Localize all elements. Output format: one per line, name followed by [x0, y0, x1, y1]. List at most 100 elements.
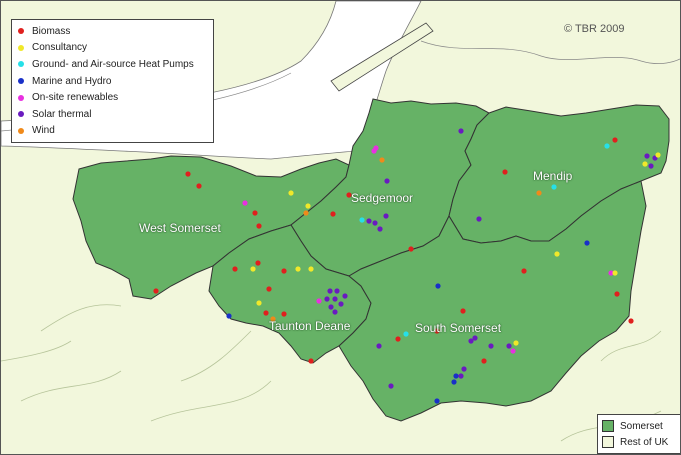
business-point-marker: [488, 343, 494, 349]
copyright-text: © TBR 2009: [564, 23, 625, 35]
business-point-marker: [372, 220, 378, 226]
business-point-marker: [232, 266, 238, 272]
business-point-marker: [604, 143, 610, 149]
legend-item-marine-hydro: Marine and Hydro: [18, 73, 209, 90]
business-point-marker: [252, 210, 258, 216]
business-point-marker: [256, 223, 262, 229]
label-sedgemoor: Sedgemoor: [351, 191, 414, 205]
business-point-marker: [513, 340, 519, 346]
business-point-marker: [359, 217, 365, 223]
business-point-marker: [584, 240, 590, 246]
business-point-marker: [460, 308, 466, 314]
business-point-marker: [281, 311, 287, 317]
legend-label: On-site renewables: [32, 92, 119, 104]
business-point-marker: [346, 192, 352, 198]
point-layer: [153, 128, 661, 404]
business-point-marker: [255, 260, 261, 266]
business-point-marker: [468, 338, 474, 344]
wind-dot-icon: [18, 127, 24, 134]
label-taunton-deane: Taunton Deane: [269, 319, 351, 333]
area-legend: Somerset Rest of UK: [597, 414, 680, 454]
legend-label: Solar thermal: [32, 108, 92, 120]
business-point-marker: [334, 288, 340, 294]
business-point-marker: [453, 373, 459, 379]
business-point-marker: [316, 298, 322, 304]
legend-label: Ground- and Air-source Heat Pumps: [32, 58, 194, 70]
business-point-marker: [332, 296, 338, 302]
business-point-marker: [451, 379, 457, 385]
business-point-marker: [266, 286, 272, 292]
legend-item-biomass: Biomass: [18, 23, 209, 40]
business-point-marker: [270, 316, 276, 322]
business-point-marker: [295, 266, 301, 272]
business-point-marker: [510, 348, 516, 354]
business-point-marker: [408, 246, 414, 252]
business-point-marker: [644, 153, 650, 159]
business-point-marker: [614, 291, 620, 297]
business-point-marker: [308, 358, 314, 364]
business-point-marker: [458, 373, 464, 379]
business-point-marker: [434, 328, 440, 334]
legend-item-consultancy: Consultancy: [18, 40, 209, 57]
label-south-somerset: South Somerset: [415, 321, 502, 335]
category-legend: Biomass Consultancy Ground- and Air-sour…: [11, 19, 214, 144]
consultancy-dot-icon: [18, 44, 24, 51]
business-point-marker: [388, 383, 394, 389]
business-point-marker: [250, 266, 256, 272]
business-point-marker: [196, 183, 202, 189]
business-point-marker: [263, 310, 269, 316]
business-point-marker: [379, 157, 385, 163]
business-point-marker: [328, 304, 334, 310]
business-point-marker: [327, 288, 333, 294]
legend-item-somerset: Somerset: [602, 418, 676, 434]
business-point-marker: [330, 211, 336, 217]
legend-item-rest-of-uk: Rest of UK: [602, 434, 676, 450]
island: [330, 22, 434, 92]
business-point-marker: [384, 178, 390, 184]
legend-label: Consultancy: [32, 42, 88, 54]
business-point-marker: [308, 266, 314, 272]
business-point-marker: [551, 184, 557, 190]
legend-label: Marine and Hydro: [32, 75, 112, 87]
somerset-swatch-icon: [602, 420, 614, 432]
marine-hydro-dot-icon: [18, 78, 24, 85]
legend-label: Wind: [32, 125, 55, 137]
business-point-marker: [395, 336, 401, 342]
business-point-marker: [655, 152, 661, 158]
business-point-marker: [612, 137, 618, 143]
business-point-marker: [342, 293, 348, 299]
legend-item-on-site: On-site renewables: [18, 89, 209, 106]
business-point-marker: [403, 331, 409, 337]
biomass-dot-icon: [18, 28, 24, 35]
business-point-marker: [472, 335, 478, 341]
business-point-marker: [153, 288, 159, 294]
business-point-marker: [303, 210, 309, 216]
business-point-marker: [521, 268, 527, 274]
business-point-marker: [376, 343, 382, 349]
district-south-somerset: [338, 180, 647, 422]
business-point-marker: [435, 283, 441, 289]
solar-thermal-dot-icon: [18, 111, 24, 118]
legend-item-solar-thermal: Solar thermal: [18, 106, 209, 123]
business-point-marker: [536, 190, 542, 196]
legend-label: Rest of UK: [620, 436, 669, 448]
business-point-marker: [608, 270, 614, 276]
on-site-dot-icon: [18, 94, 24, 101]
heat-pumps-dot-icon: [18, 61, 24, 68]
business-point-marker: [628, 318, 634, 324]
business-point-marker: [226, 313, 232, 319]
legend-item-wind: Wind: [18, 123, 209, 140]
label-west-somerset: West Somerset: [139, 221, 221, 235]
business-point-marker: [338, 301, 344, 307]
business-point-marker: [642, 161, 648, 167]
business-point-marker: [612, 270, 618, 276]
business-point-marker: [648, 163, 654, 169]
business-point-marker: [288, 190, 294, 196]
business-point-marker: [383, 213, 389, 219]
business-point-marker: [332, 309, 338, 315]
business-point-marker: [506, 343, 512, 349]
business-point-marker: [458, 128, 464, 134]
legend-label: Biomass: [32, 25, 71, 37]
